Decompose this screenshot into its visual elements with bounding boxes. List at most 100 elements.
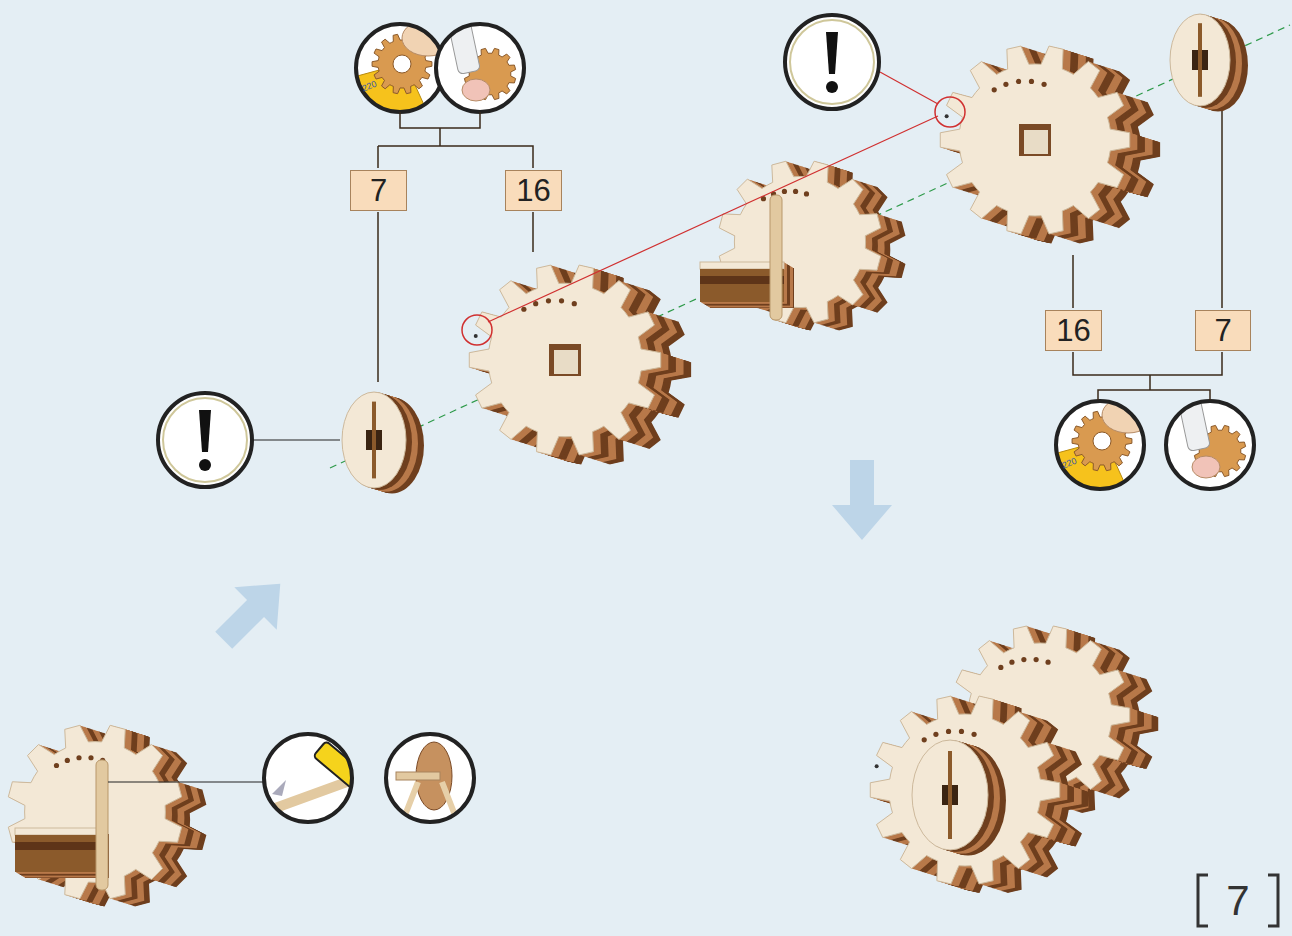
thumb	[1192, 456, 1220, 478]
tool-icon	[1166, 386, 1254, 489]
disk-side	[343, 392, 407, 488]
block-layer	[16, 829, 100, 873]
flow-arrow	[203, 563, 302, 662]
gear-face	[469, 265, 660, 455]
gear-dot	[1029, 79, 1034, 84]
gear-dot	[946, 729, 951, 734]
wood-strip	[256, 769, 372, 819]
gear-dot	[76, 755, 81, 760]
icon-ring	[436, 24, 524, 112]
part-number-box: 16	[505, 170, 562, 211]
cutter-blade	[272, 780, 286, 796]
leader-line	[1072, 255, 1074, 308]
gear-dot	[1041, 82, 1046, 87]
spacer-disk	[342, 392, 424, 493]
leader-line	[108, 781, 266, 782]
tool-icon	[386, 734, 474, 828]
highlight-ring	[935, 97, 965, 127]
warning-ring	[785, 15, 879, 109]
gear-side	[9, 726, 182, 899]
exclamation-dot	[199, 459, 211, 471]
dowel-piece	[396, 772, 440, 780]
part-number: 16	[516, 175, 550, 206]
gear-dot	[782, 189, 787, 194]
thumb	[462, 79, 490, 101]
gear-wheel	[940, 46, 1160, 244]
part-number: 16	[1056, 315, 1090, 346]
highlight-ring	[462, 315, 492, 345]
gear-dot	[793, 189, 798, 194]
pin-hole	[945, 114, 949, 118]
icon-ring	[264, 734, 352, 822]
gear-dot	[971, 732, 976, 737]
bracket-line	[1149, 375, 1151, 390]
wooden-dowel	[96, 760, 108, 890]
gear-dot	[1034, 657, 1039, 662]
glue-tube	[446, 9, 480, 74]
page-bracket	[1198, 875, 1208, 926]
gear-dot	[804, 191, 809, 196]
disk-slot	[948, 751, 952, 839]
icon-back	[386, 734, 474, 822]
part-number: 7	[370, 175, 387, 206]
gear-dot	[933, 732, 938, 737]
gear-dot	[88, 755, 93, 760]
small-gear-hub	[393, 55, 411, 73]
warning-inner-ring	[163, 398, 247, 482]
gear-wheel	[469, 265, 691, 464]
exclamation-dot	[826, 81, 838, 93]
gear-dot	[959, 729, 964, 734]
wooden-dowel	[770, 195, 782, 320]
pin-hole	[474, 334, 478, 338]
square-hole	[549, 344, 581, 376]
disk-side	[1171, 14, 1231, 106]
gear-dot	[1009, 660, 1014, 665]
leader-line	[253, 439, 340, 440]
gear-dot	[533, 301, 538, 306]
icon-content	[1050, 397, 1154, 495]
icon-back	[1166, 401, 1254, 489]
gear-dot	[998, 665, 1003, 670]
alignment-line	[488, 116, 938, 322]
part-number-box: 16	[1045, 310, 1102, 351]
tool-icon	[256, 734, 372, 822]
leader-line	[1221, 108, 1223, 308]
bracket-line	[439, 128, 441, 146]
gear-face	[870, 696, 1059, 884]
leader-line	[880, 72, 938, 104]
gear-side	[470, 265, 661, 455]
warning-ring	[158, 393, 252, 487]
square-hole-inner	[1024, 130, 1048, 154]
gear-side	[941, 46, 1130, 234]
exclamation-bar	[826, 32, 838, 74]
disk-face	[912, 740, 988, 850]
gear-face	[8, 725, 181, 898]
tool-icon	[436, 9, 524, 112]
gear-dot	[1016, 79, 1021, 84]
small-gear-hub	[1093, 432, 1111, 450]
gear-dot	[922, 737, 927, 742]
spacer-disk	[1170, 14, 1248, 111]
gear-dot	[1045, 660, 1050, 665]
cross-block	[15, 828, 109, 878]
pin-hole	[875, 764, 879, 768]
warning-icon	[158, 393, 252, 487]
bracket-line	[378, 146, 533, 168]
gear-dot	[54, 763, 59, 768]
gear-face	[940, 46, 1129, 234]
bracket-line	[1098, 390, 1210, 400]
glue-tube	[1176, 386, 1210, 451]
gear-dot	[1003, 82, 1008, 87]
gear-wheel	[8, 725, 206, 906]
gear-dot	[1021, 657, 1026, 662]
part-number-box: 7	[350, 170, 407, 211]
icon-ring	[1056, 401, 1144, 489]
square-hole-inner	[554, 350, 578, 374]
icon-ring	[386, 734, 474, 822]
gear-side	[871, 696, 1060, 884]
leader-line	[377, 212, 379, 382]
disk-face	[342, 392, 406, 488]
disk-slot	[1198, 23, 1202, 97]
block-front	[15, 835, 99, 872]
